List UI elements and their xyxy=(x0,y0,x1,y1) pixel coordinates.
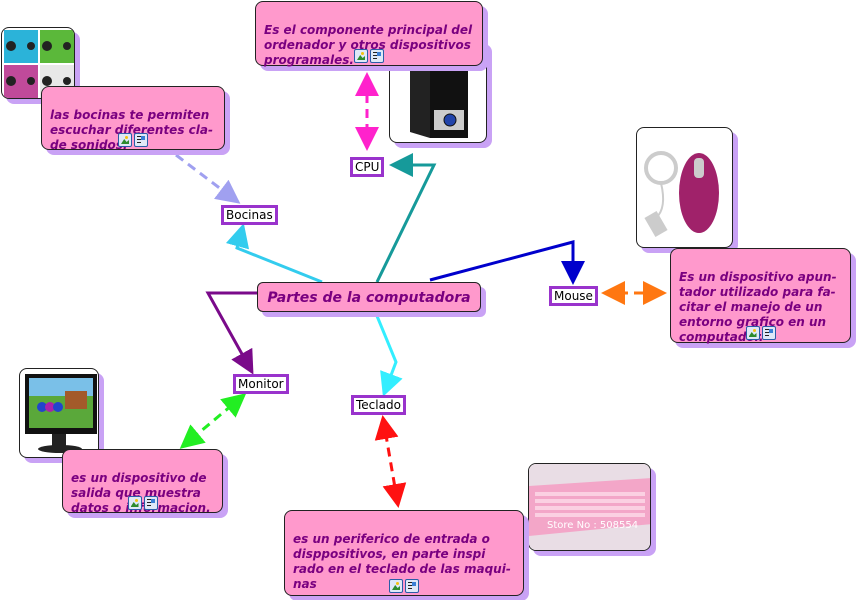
monitor-image[interactable] xyxy=(19,368,99,458)
bocinas-attachments xyxy=(118,133,148,147)
image-icon[interactable] xyxy=(389,579,403,593)
image-icon[interactable] xyxy=(354,49,368,63)
note-icon[interactable] xyxy=(370,49,384,63)
mouse-attachments xyxy=(745,326,776,340)
note-icon[interactable] xyxy=(134,133,148,147)
keyboard-image[interactable]: Store No : 508554 xyxy=(528,463,651,551)
monitor-description-text: es un dispositivo de salida que muestra … xyxy=(71,471,211,515)
link-to-mouse xyxy=(429,240,585,285)
link-to-cpu xyxy=(375,153,437,283)
monitor-attachments xyxy=(127,496,158,510)
node-mouse[interactable]: Mouse xyxy=(549,286,598,306)
note-icon[interactable] xyxy=(405,579,419,593)
teclado-attachments xyxy=(389,579,419,593)
dash-teclado xyxy=(374,415,407,508)
node-cpu[interactable]: CPU xyxy=(350,157,385,177)
monitor-description[interactable]: es un dispositivo de salida que muestra … xyxy=(62,449,223,515)
central-concept[interactable]: Partes de la computadora xyxy=(257,282,481,312)
image-icon[interactable] xyxy=(127,496,142,510)
keyboard-caption: Store No : 508554 xyxy=(547,520,639,531)
image-icon[interactable] xyxy=(118,133,132,147)
link-to-teclado xyxy=(375,315,403,397)
dash-monitor xyxy=(179,393,247,449)
cpu-description[interactable]: Es el componente principal del ordenador… xyxy=(255,1,483,67)
mouse-image[interactable] xyxy=(636,127,733,248)
image-icon[interactable] xyxy=(745,326,760,340)
node-monitor[interactable]: Monitor xyxy=(233,374,289,394)
mouse-description[interactable]: Es un dispositivo apun- tador utilizado … xyxy=(670,248,851,344)
note-icon[interactable] xyxy=(143,496,158,510)
node-bocinas[interactable]: Bocinas xyxy=(221,205,278,225)
mouse-description-text: Es un dispositivo apun- tador utilizado … xyxy=(679,270,837,344)
link-to-monitor xyxy=(205,291,257,375)
teclado-description-text: es un periferico de entrada o disppositi… xyxy=(293,532,511,591)
cpu-description-text: Es el componente principal del ordenador… xyxy=(264,23,473,67)
link-to-bocinas xyxy=(225,223,323,284)
bocinas-description-text: las bocinas te permiten escuchar diferen… xyxy=(50,108,213,152)
cpu-attachments xyxy=(354,49,384,63)
node-teclado[interactable]: Teclado xyxy=(351,395,406,415)
note-icon[interactable] xyxy=(761,326,776,340)
dash-bocinas xyxy=(175,153,241,204)
teclado-description[interactable]: es un periferico de entrada o disppositi… xyxy=(284,510,524,596)
bocinas-description[interactable]: las bocinas te permiten escuchar diferen… xyxy=(41,86,225,152)
